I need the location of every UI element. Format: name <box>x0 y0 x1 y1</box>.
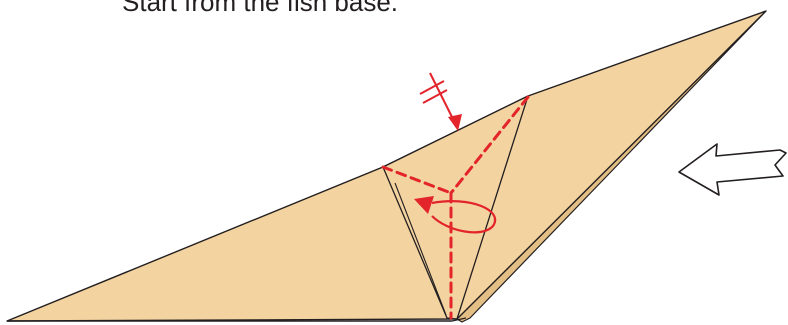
lower-flap-edge <box>7 317 467 322</box>
inner-crease-line <box>394 182 447 316</box>
pinch-mark-arrowhead <box>448 114 462 131</box>
rotate-arrow <box>431 200 497 234</box>
instruction-text: Start from the fish base. <box>122 0 399 17</box>
valley-fold-lines <box>381 95 530 320</box>
front-flap <box>382 95 529 320</box>
push-arrow <box>678 143 787 196</box>
rotate-arrowhead <box>414 196 434 214</box>
